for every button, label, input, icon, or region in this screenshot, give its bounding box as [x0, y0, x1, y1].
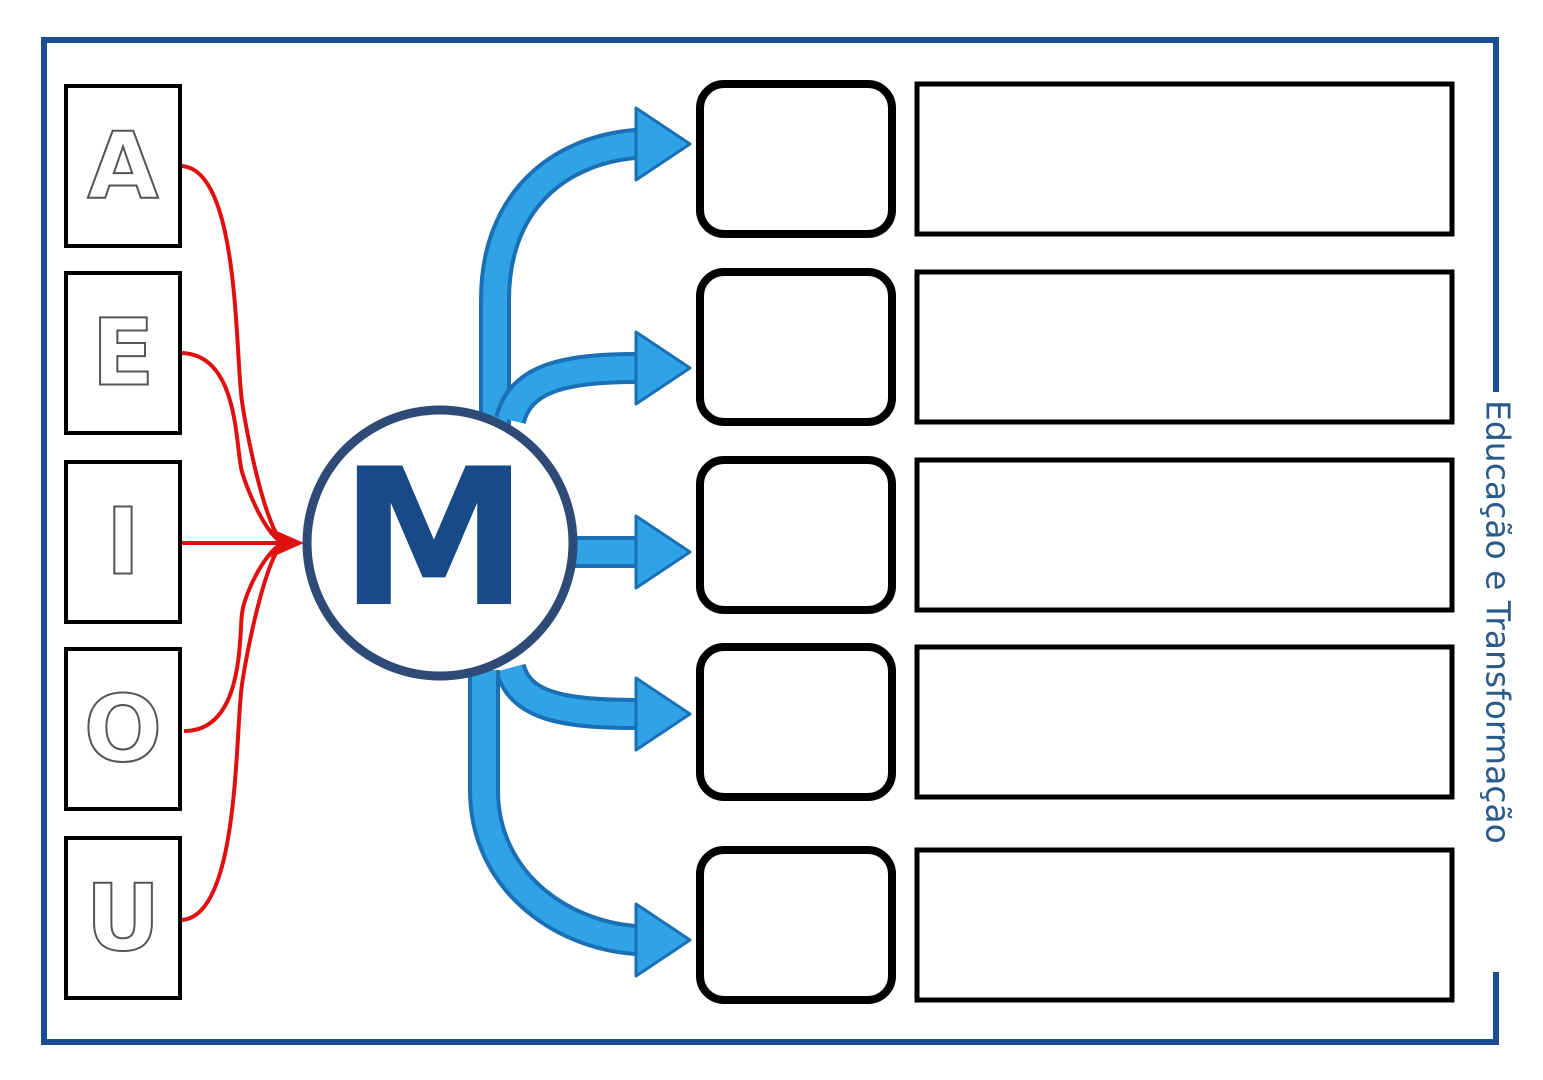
red-connector-line	[183, 541, 287, 733]
vowel-box: A	[64, 84, 182, 248]
answer-row	[696, 268, 1455, 426]
arrow-right-icon	[468, 670, 692, 978]
credit-text: Educação e Transformação	[1479, 400, 1518, 844]
syllable-box[interactable]	[696, 80, 896, 238]
vowel-letter: U	[86, 865, 161, 972]
vowel-box: U	[64, 836, 182, 1000]
syllable-box[interactable]	[696, 643, 896, 801]
syllable-box[interactable]	[696, 268, 896, 426]
answer-row	[696, 456, 1455, 614]
answer-row	[696, 80, 1455, 238]
answer-row	[696, 643, 1455, 801]
vowel-letter: A	[87, 113, 158, 220]
vowel-letter: I	[106, 489, 140, 596]
arrow-right-icon	[479, 106, 692, 430]
red-connector-line	[179, 541, 287, 922]
arrow-right-icon	[494, 662, 692, 752]
center-letter: M	[339, 428, 528, 649]
word-box[interactable]	[914, 847, 1455, 1003]
word-box[interactable]	[914, 644, 1455, 800]
vowel-letter: E	[92, 300, 155, 407]
syllable-box[interactable]	[696, 846, 896, 1004]
word-box[interactable]	[914, 457, 1455, 613]
answer-rows	[696, 80, 1455, 1004]
word-box[interactable]	[914, 81, 1455, 237]
vowel-box: E	[64, 271, 182, 435]
vowel-box: O	[64, 647, 182, 811]
center-circle	[302, 405, 578, 681]
red-connectors	[179, 164, 304, 922]
word-box[interactable]	[914, 269, 1455, 425]
arrow-right-icon	[494, 330, 692, 425]
red-connector-line	[179, 164, 287, 545]
answer-row	[696, 846, 1455, 1004]
red-arrowhead	[270, 528, 304, 558]
blue-arrows	[468, 106, 692, 978]
vowel-letter: O	[84, 676, 162, 783]
credit-gap	[1482, 392, 1510, 972]
arrow-right-icon	[572, 514, 692, 590]
red-connector-line	[179, 351, 287, 545]
syllable-box[interactable]	[696, 456, 896, 614]
vowel-box: I	[64, 460, 182, 624]
